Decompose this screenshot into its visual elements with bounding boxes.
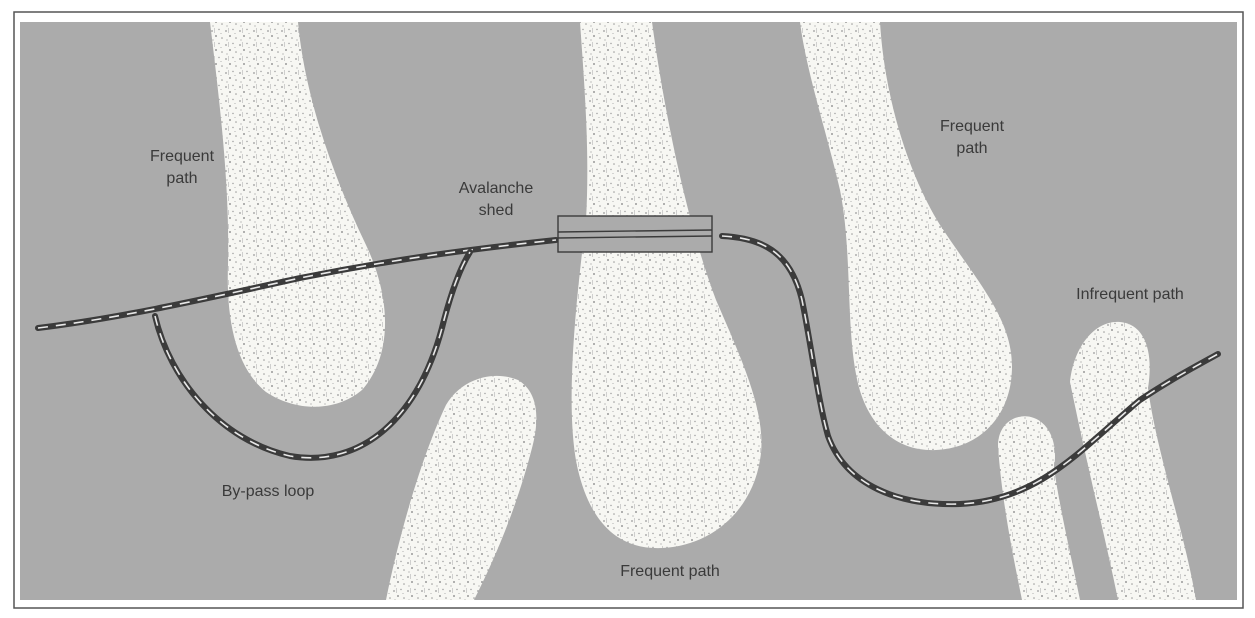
avalanche-shed — [558, 216, 712, 252]
frequent-path-bottom-label: Frequent path — [580, 561, 760, 583]
bypass-loop-label: By-pass loop — [188, 481, 348, 503]
infrequent-path-label: Infrequent path — [1040, 284, 1220, 306]
avalanche-shed-label: Avalanche shed — [436, 178, 556, 222]
frequent-path-right-label: Frequent path — [912, 116, 1032, 160]
frequent-path-left-label: Frequent path — [122, 146, 242, 190]
